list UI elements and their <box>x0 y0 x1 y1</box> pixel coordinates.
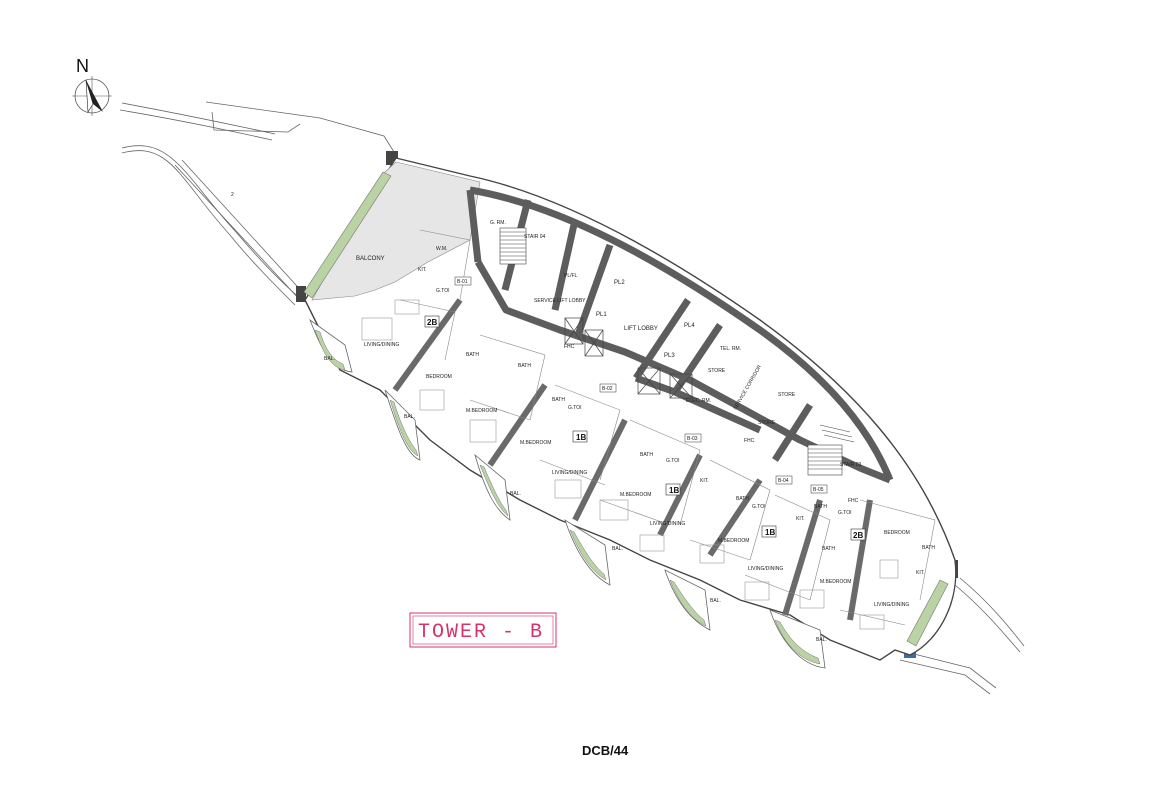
interior-lines <box>399 229 936 626</box>
room-label: G.TOI <box>568 405 582 411</box>
tower-name: TOWER - B <box>418 621 544 644</box>
room-label: KIT. <box>700 478 709 484</box>
room-label: BAL. <box>710 598 721 604</box>
room-label: BATH <box>814 504 827 510</box>
stair-03 <box>807 424 855 476</box>
room-label: PL1 <box>596 312 607 318</box>
column-block <box>296 286 306 302</box>
road-right <box>899 577 1025 695</box>
room-label: LIVING/DINING <box>552 470 587 476</box>
room-label: M.BEDROOM <box>520 440 551 446</box>
north-arrow: N <box>72 56 112 116</box>
unit-tag-b02: B-02 <box>602 386 613 392</box>
room-label: BATH <box>466 352 479 358</box>
unit-type-1b: 1B <box>576 433 586 442</box>
room-label: LIFT LOBBY <box>624 326 658 332</box>
lift-shafts <box>564 317 693 399</box>
unit-type-1b: 1B <box>669 486 679 495</box>
room-label: G.TOI <box>436 288 450 294</box>
unit-type-2b: 2B <box>427 318 437 327</box>
room-label: FHC <box>564 344 575 350</box>
room-label: STORE <box>708 368 726 374</box>
room-label: LIVING/DINING <box>650 521 685 527</box>
room-label: BATH <box>736 496 749 502</box>
unit-tag-b03: B-03 <box>687 436 698 442</box>
room-label: PL2 <box>614 280 625 286</box>
room-label: BAL. <box>612 546 623 552</box>
planter-strip <box>906 579 949 647</box>
room-label: BATH <box>640 452 653 458</box>
north-arrow-icon <box>86 80 103 112</box>
unit-type-2b: 2B <box>853 531 863 540</box>
unit-type-markers: 2B 1B 1B 1B 2B <box>424 315 866 541</box>
road-left <box>119 101 395 306</box>
room-label: M.BEDROOM <box>820 579 851 585</box>
room-label: KIT. <box>796 516 805 522</box>
room-label: BAL. <box>816 637 827 643</box>
room-label: FHC <box>848 498 859 504</box>
unit-tag-b05: B-05 <box>813 487 824 493</box>
room-label: PL/FL <box>564 273 578 279</box>
room-label: BAL. <box>510 491 521 497</box>
room-label: BATH <box>822 546 835 552</box>
room-label: W.M. <box>436 246 447 252</box>
room-label: BATH <box>552 397 565 403</box>
room-label: BAL. <box>404 414 415 420</box>
unit-tag-b01: B-01 <box>457 279 468 285</box>
sheet-code: DCB/44 <box>582 743 629 758</box>
room-label: BALCONY <box>356 256 385 262</box>
room-label: ELEC. RM. <box>686 398 711 404</box>
unit-walls <box>392 298 873 621</box>
room-label: SERVICE LIFT LOBBY <box>534 298 586 304</box>
room-label: LIVING/DINING <box>874 602 909 608</box>
unit-tag-b04: B-04 <box>778 478 789 484</box>
room-label: STORE <box>758 420 776 426</box>
room-label: STAIR 04 <box>524 234 546 240</box>
room-label: BEDROOM <box>884 530 910 536</box>
room-label: STAIR 03 <box>840 462 862 468</box>
room-label: G.TOI <box>838 510 852 516</box>
unit-type-1b: 1B <box>765 528 775 537</box>
room-label: PL4 <box>684 323 695 329</box>
room-label: KIT. <box>418 267 427 273</box>
north-label: N <box>76 56 89 76</box>
room-label: G.TOI <box>752 504 766 510</box>
room-label: M.BEDROOM <box>718 538 749 544</box>
balcony-planters <box>314 329 821 665</box>
room-label: LIVING/DINING <box>364 342 399 348</box>
room-labels: BALCONY W.M. G. RM. STAIR 04 KIT. G.TOI … <box>324 220 935 643</box>
room-label: G.TOI <box>666 458 680 464</box>
furniture <box>361 299 899 630</box>
room-label: TEL. RM. <box>720 346 741 352</box>
room-label: STORE <box>778 392 796 398</box>
room-label: G. RM. <box>490 220 506 226</box>
room-label: BEDROOM <box>426 374 452 380</box>
room-label: BATH <box>922 545 935 551</box>
room-label: M.BEDROOM <box>466 408 497 414</box>
room-label: BAL. <box>324 356 335 362</box>
unit-tags: B-01 B-02 B-03 B-04 B-05 <box>454 276 828 494</box>
planter-strip <box>303 171 392 299</box>
room-label: BATH <box>518 363 531 369</box>
room-label: KIT. <box>916 570 925 576</box>
room-label: M.BEDROOM <box>620 492 651 498</box>
stair-04 <box>499 227 527 265</box>
tower-label: TOWER - B <box>409 612 557 648</box>
room-label: PL3 <box>664 353 675 359</box>
room-label: LIVING/DINING <box>748 566 783 572</box>
road-number: 2 <box>231 192 234 198</box>
room-label: FHC <box>744 438 755 444</box>
